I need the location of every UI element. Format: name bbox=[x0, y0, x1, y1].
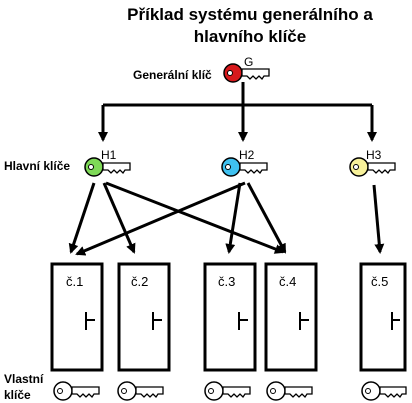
main-key-h3-icon bbox=[349, 157, 396, 177]
own-keys-label-line-1: Vlastní bbox=[4, 372, 44, 386]
master-key-letter: G bbox=[244, 55, 254, 69]
door-1-label: č.1 bbox=[66, 274, 84, 289]
title-line-2: hlavního klíče bbox=[193, 27, 307, 46]
door-5 bbox=[359, 262, 407, 372]
door-2 bbox=[117, 262, 171, 372]
master-key-icon bbox=[223, 63, 270, 83]
main-key-h2-letter: H2 bbox=[239, 148, 255, 162]
door-3-label: č.3 bbox=[218, 274, 236, 289]
own-key-3-icon bbox=[204, 381, 251, 401]
master-key-label: Generální klíč bbox=[133, 68, 212, 82]
door-4 bbox=[264, 262, 318, 372]
own-keys-label-line-2: klíče bbox=[4, 388, 31, 402]
main-key-h1-letter: H1 bbox=[101, 148, 117, 162]
door-4-label: č.4 bbox=[279, 274, 297, 289]
title-line-1: Příklad systému generálního a bbox=[127, 5, 373, 24]
main-key-h1-icon bbox=[84, 157, 131, 177]
door-2-label: č.2 bbox=[131, 274, 149, 289]
door-1 bbox=[50, 262, 104, 372]
own-key-1-icon bbox=[53, 381, 100, 401]
main-keys-label: Hlavní klíče bbox=[4, 159, 71, 173]
door-5-label: č.5 bbox=[371, 274, 389, 289]
master-distribution-lines bbox=[98, 82, 377, 142]
own-key-5-icon bbox=[361, 381, 407, 401]
own-key-2-icon bbox=[117, 381, 164, 401]
main-key-h3-letter: H3 bbox=[366, 148, 382, 162]
main-to-door-arrows bbox=[68, 181, 385, 256]
main-key-h2-icon bbox=[221, 157, 268, 177]
door-3 bbox=[203, 262, 257, 372]
own-key-4-icon bbox=[266, 381, 313, 401]
